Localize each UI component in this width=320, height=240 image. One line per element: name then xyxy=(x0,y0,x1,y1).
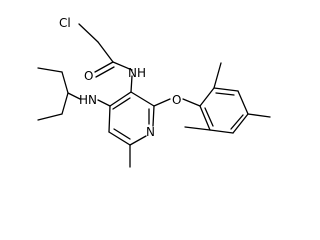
atom-label-carbonyl-oxygen: O xyxy=(84,69,93,83)
atom-label-ring-nitrogen: N xyxy=(146,125,155,139)
bond-cl-ch2 xyxy=(78,23,99,43)
bond-carbonyl-o-2 xyxy=(95,66,115,78)
bond-c4-nh xyxy=(97,99,111,107)
atom-label-amide-nh: NH xyxy=(128,66,146,80)
bond-ar4-ar5-inner xyxy=(230,114,244,130)
bond-c3-c4 xyxy=(109,91,132,107)
bond-ar2-ar3 xyxy=(213,87,239,92)
atom-label-ether-oxygen: O xyxy=(172,93,181,107)
bond-nh-ch xyxy=(67,92,81,100)
bond-ar6-ar1-inner xyxy=(204,107,214,127)
atom-label-amine-hn: HN xyxy=(79,93,97,107)
bond-c3-c4-inner xyxy=(112,97,131,110)
bond-c5-c6-inner xyxy=(113,128,131,140)
bond-c2-o xyxy=(153,98,171,107)
bond-carbonyl-nh xyxy=(112,61,133,71)
bond-ar6-ar1 xyxy=(199,105,211,131)
bonds xyxy=(37,23,271,168)
bond-ch2-ch3-lower xyxy=(37,113,63,121)
bond-ar1-ar2 xyxy=(199,87,215,107)
bond-ar4-ar5 xyxy=(232,113,249,134)
bond-ch-ch2-upper xyxy=(61,71,69,94)
atom-labels: Cl O NH HN O N xyxy=(59,16,181,139)
bond-c4-c5 xyxy=(108,105,111,133)
bond-ar3-ar4 xyxy=(237,90,249,115)
bond-ar2-ar3-inner xyxy=(215,92,235,96)
bond-carbonyl-o-1 xyxy=(94,61,114,73)
bond-ar4-methyl xyxy=(247,113,271,118)
bond-ch-ch2-lower xyxy=(61,92,69,115)
bond-ar5-ar6 xyxy=(209,129,234,134)
bond-c3-c2 xyxy=(130,91,155,107)
bond-c5-c6 xyxy=(108,131,131,146)
bond-n1-c2 xyxy=(152,105,155,127)
bond-ch2-ch3-upper xyxy=(37,67,63,73)
bond-o-ar xyxy=(182,98,201,107)
bond-ar2-methyl xyxy=(213,62,222,89)
atom-label-chlorine: Cl xyxy=(59,16,71,30)
chemical-structure-diagram: Cl O NH HN O N xyxy=(37,16,271,168)
bond-ch2-carbonyl xyxy=(97,41,114,63)
bond-c6-n1 xyxy=(129,135,147,146)
bond-ar6-methyl xyxy=(184,126,211,131)
bond-nh-c3 xyxy=(130,75,133,93)
